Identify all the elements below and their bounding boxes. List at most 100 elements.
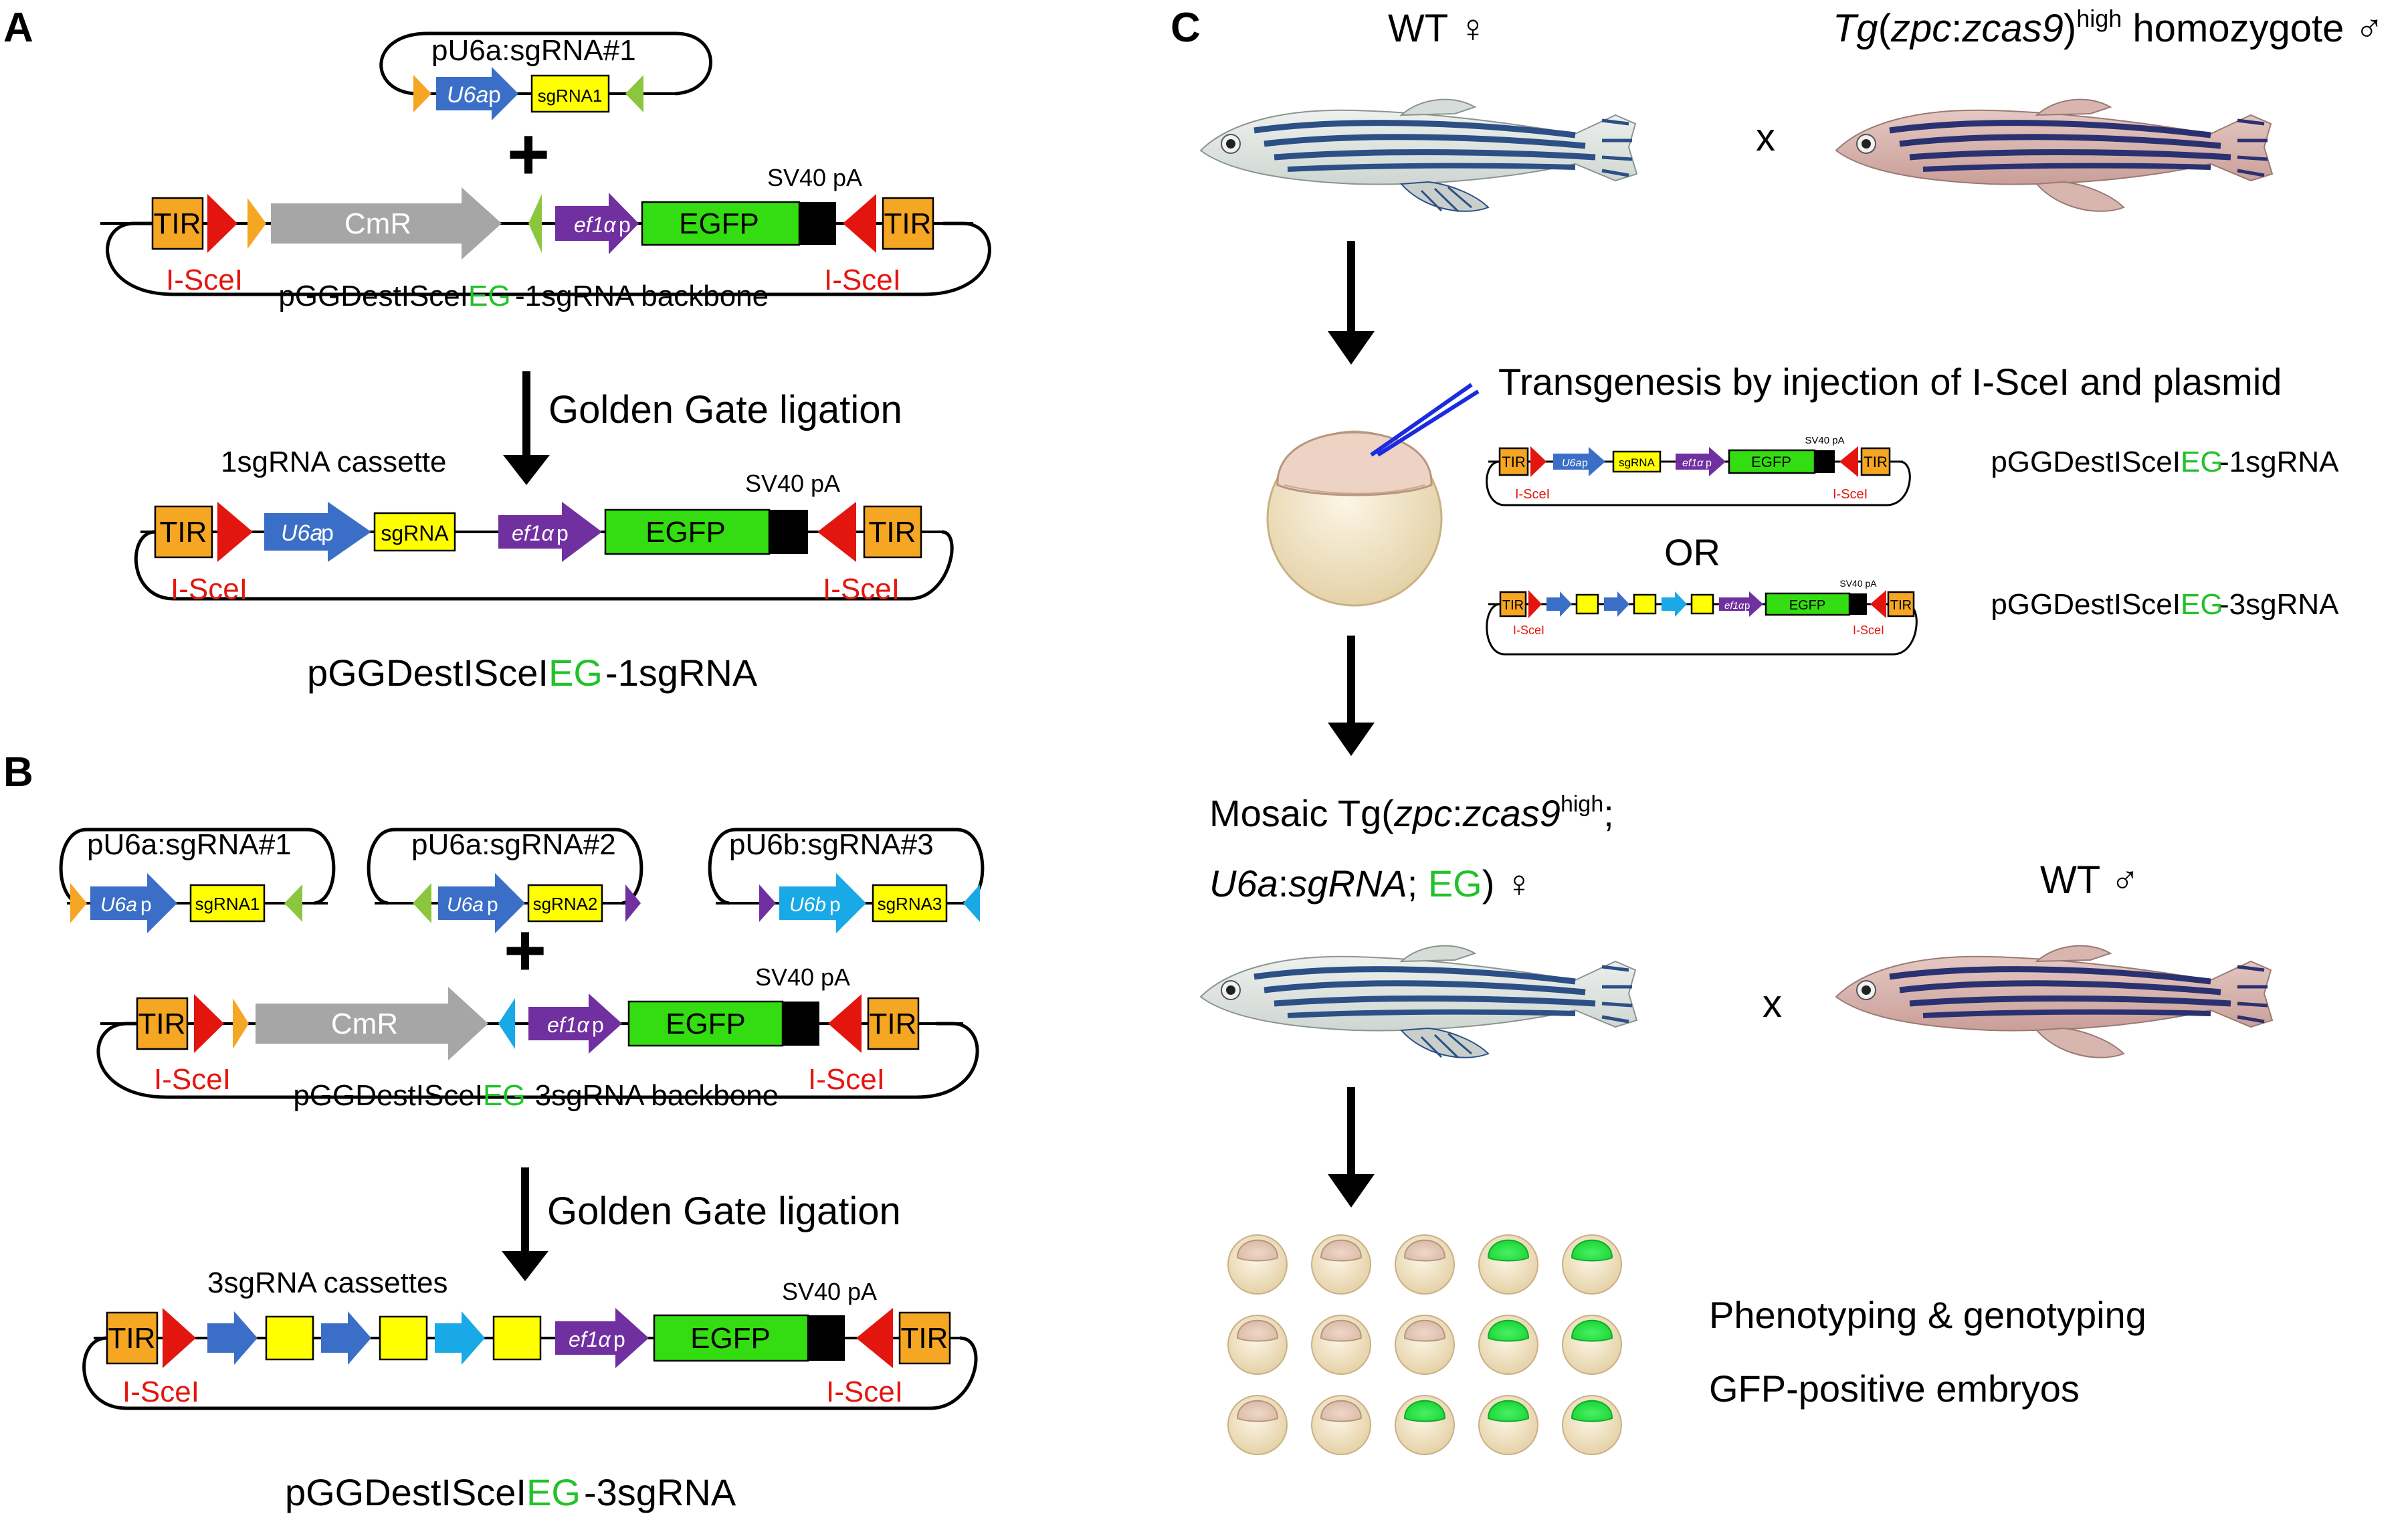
- svg-text:TIR: TIR: [160, 516, 207, 549]
- svg-text:p: p: [619, 213, 631, 237]
- donor-plasmid-b1: pU6a:sgRNA#1 U6a p sgRNA1: [59, 828, 336, 933]
- svg-text:U6a: U6a: [281, 520, 322, 546]
- mosaic-label: Mosaic Tg(zpc:zcas9high; U6a:sgRNA; EG) …: [1209, 791, 1614, 905]
- svg-text:I-SceI: I-SceI: [122, 1375, 199, 1408]
- embryo: [1227, 1395, 1288, 1455]
- svg-text:I-SceI: I-SceI: [1513, 624, 1544, 637]
- svg-text:EG: EG: [526, 1471, 581, 1513]
- svg-text:TIR: TIR: [1502, 454, 1525, 470]
- svg-text:SV40 pA: SV40 pA: [755, 963, 850, 991]
- svg-text:ef1α: ef1α: [569, 1327, 611, 1351]
- plus-sign: +: [507, 113, 550, 195]
- svg-text:ef1α: ef1α: [547, 1013, 589, 1037]
- p-label: p: [488, 82, 501, 108]
- svg-text:I-SceI: I-SceI: [154, 1063, 231, 1096]
- svg-text:pGGDestISceI: pGGDestISceI: [1991, 446, 2181, 478]
- flow-arrow-2: [1328, 636, 1375, 756]
- svg-text:TIR: TIR: [1864, 454, 1887, 470]
- mini-plasmid-1: TIR U6a p sgRNA ef1α p EGFP SV40 pA TIR …: [1486, 435, 1911, 506]
- svg-text:TIR: TIR: [108, 1322, 156, 1355]
- svg-text:EGFP: EGFP: [690, 1322, 771, 1355]
- svg-text:TIR: TIR: [1502, 598, 1524, 613]
- tg-male-fish: [1836, 100, 2272, 211]
- gfp-positive-embryo: [1478, 1234, 1538, 1295]
- svg-text:sgRNA: sgRNA: [1619, 456, 1656, 469]
- sgrna-label: sgRNA: [381, 521, 449, 545]
- product-plasmid-a: TIR U6a p sgRNA ef1α p EGFP SV40 pA TIR …: [134, 470, 954, 605]
- svg-text:U6a: U6a: [1562, 458, 1581, 469]
- panel-b-label: B: [3, 749, 33, 795]
- svg-text:pU6b:sgRNA#3: pU6b:sgRNA#3: [729, 828, 934, 861]
- gfp-positive-embryo: [1478, 1395, 1538, 1455]
- embryo: [1395, 1234, 1455, 1295]
- svg-text:p: p: [321, 520, 334, 546]
- svg-text:EG: EG: [548, 652, 603, 694]
- embryo-grid: [1227, 1234, 1622, 1455]
- svg-text:-3sgRNA: -3sgRNA: [584, 1471, 736, 1513]
- gfp-embryos-label: GFP-positive embryos: [1709, 1367, 2080, 1410]
- svg-text:sgRNA3: sgRNA3: [878, 894, 942, 914]
- svg-text:U6a: U6a: [100, 894, 137, 916]
- embryo: [1311, 1395, 1371, 1455]
- svg-text:U6a: U6a: [447, 894, 484, 916]
- transgenesis-label: Transgenesis by injection of I-SceI and …: [1498, 361, 2282, 403]
- svg-text:+: +: [504, 909, 546, 991]
- svg-text:I-SceI: I-SceI: [823, 573, 900, 605]
- gfp-positive-embryo: [1562, 1395, 1622, 1455]
- embryo: [1227, 1315, 1288, 1375]
- svg-text:TIR: TIR: [884, 207, 932, 240]
- overhang-icon: [625, 75, 643, 112]
- sv40-label: SV40 pA: [767, 164, 862, 191]
- svg-text:I-SceI: I-SceI: [1853, 624, 1884, 637]
- svg-text:ef1α: ef1α: [1682, 458, 1704, 469]
- plasmid2-label: pGGDestISceI EG -3sgRNA: [1991, 588, 2339, 621]
- svg-text:p: p: [487, 894, 498, 916]
- plasmid1-label: pGGDestISceI EG -1sgRNA: [1991, 446, 2339, 478]
- panel-a-label: A: [3, 5, 33, 51]
- embryo: [1311, 1234, 1371, 1295]
- svg-text:TIR: TIR: [901, 1322, 948, 1355]
- donor-plasmid-b3: pU6b:sgRNA#3 U6b p sgRNA3: [708, 828, 985, 933]
- svg-text:-1sgRNA backbone: -1sgRNA backbone: [515, 280, 769, 312]
- product-title-a: pGGDestISceI EG -1sgRNA: [307, 652, 758, 694]
- svg-text:TIR: TIR: [870, 1008, 917, 1040]
- tir-arrowhead-icon: [413, 75, 431, 112]
- svg-text:-1sgRNA: -1sgRNA: [605, 652, 758, 694]
- donor-label: pU6a:sgRNA#1: [431, 34, 636, 67]
- ligation-label-a: Golden Gate ligation: [548, 388, 902, 432]
- wt-male-label: WT ♂: [2040, 858, 2140, 902]
- mini-plasmid-2: TIR ef1α p EGFP SV40 pA TIR I-SceI I-Sce…: [1486, 578, 1918, 656]
- or-label: OR: [1664, 531, 1720, 573]
- svg-text:EGFP: EGFP: [1751, 454, 1791, 470]
- tir-label: TIR: [154, 207, 201, 240]
- svg-text:I-SceI: I-SceI: [1515, 487, 1550, 502]
- mosaic-female-fish: [1201, 946, 1637, 1058]
- svg-text:p: p: [829, 894, 841, 916]
- product-plasmid-b: TIR ef1α p EGFP SV40 pA TIR I-SceI I-Sce…: [82, 1278, 978, 1410]
- donor-plasmid-a: pU6a:sgRNA#1 U6a p sgRNA1: [379, 31, 712, 120]
- svg-text:p: p: [557, 521, 569, 545]
- svg-text:EGFP: EGFP: [666, 1008, 746, 1040]
- ligation-arrow-a: [503, 371, 550, 485]
- cassette-label: 1sgRNA cassette: [221, 446, 447, 478]
- svg-text:SV40 pA: SV40 pA: [1805, 435, 1844, 446]
- svg-text:EG: EG: [2181, 446, 2223, 478]
- svg-text:pGGDestISceI: pGGDestISceI: [293, 1079, 483, 1112]
- svg-text:-3sgRNA backbone: -3sgRNA backbone: [525, 1079, 779, 1112]
- embryo: [1227, 1234, 1288, 1295]
- svg-text:CmR: CmR: [331, 1008, 398, 1040]
- svg-text:SV40 pA: SV40 pA: [1839, 578, 1877, 589]
- cassettes-label: 3sgRNA cassettes: [207, 1266, 448, 1299]
- u6a-promoter-arrow: [436, 67, 518, 120]
- isce-label-right: I-SceI: [824, 264, 901, 296]
- gfp-positive-embryo: [1562, 1315, 1622, 1375]
- cross-label-top: x: [1756, 116, 1775, 159]
- svg-text:Mosaic Tg(zpc:zcas9high;: Mosaic Tg(zpc:zcas9high;: [1209, 791, 1614, 834]
- phenotyping-label: Phenotyping & genotyping: [1709, 1294, 2146, 1336]
- panel-c-label: C: [1171, 5, 1201, 51]
- svg-text:EG: EG: [468, 280, 511, 312]
- svg-text:p: p: [140, 894, 152, 916]
- gfp-positive-embryo: [1562, 1234, 1622, 1295]
- isce-label-left: I-SceI: [166, 264, 243, 296]
